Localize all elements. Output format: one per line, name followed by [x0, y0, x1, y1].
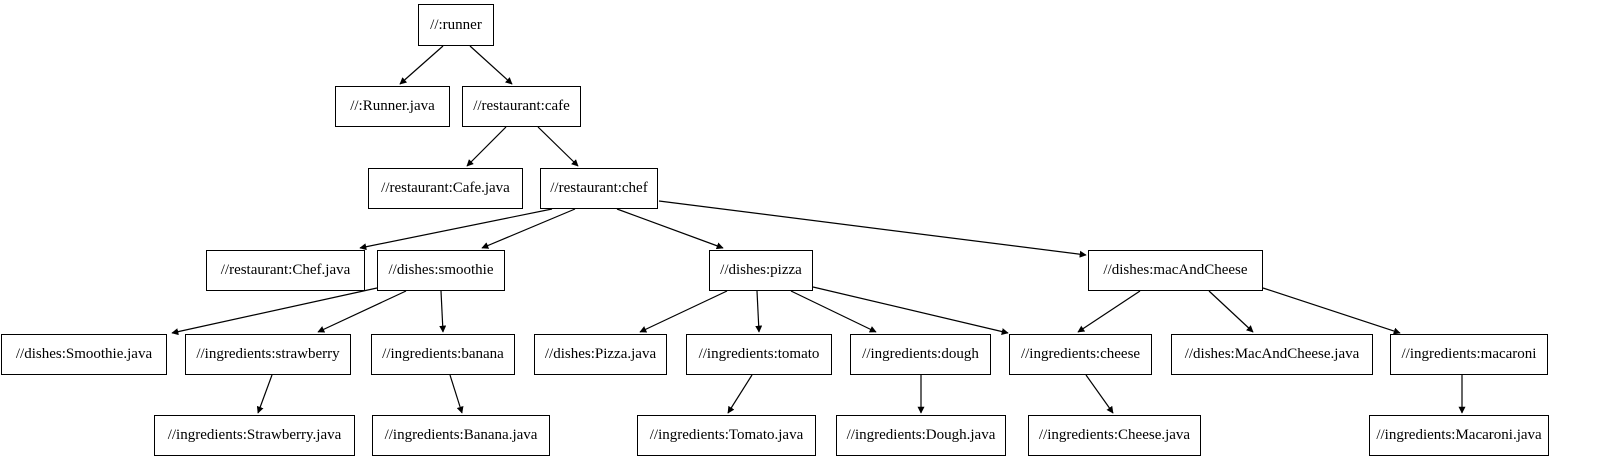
graph-node-label: //ingredients:macaroni — [1401, 346, 1537, 362]
graph-node-macAndCheese[interactable]: //dishes:macAndCheese — [1088, 250, 1263, 291]
graph-node-Banana_java[interactable]: //ingredients:Banana.java — [372, 415, 550, 456]
graph-node-Pizza_java[interactable]: //dishes:Pizza.java — [534, 334, 667, 375]
graph-node-Cafe_java[interactable]: //restaurant:Cafe.java — [368, 168, 523, 209]
graph-node-Dough_java[interactable]: //ingredients:Dough.java — [836, 415, 1006, 456]
graph-node-label: //dishes:smoothie — [388, 262, 494, 278]
graph-node-label: //dishes:MacAndCheese.java — [1184, 346, 1360, 362]
graph-node-MacAndCheese_java[interactable]: //dishes:MacAndCheese.java — [1171, 334, 1373, 375]
graph-node-dough[interactable]: //ingredients:dough — [850, 334, 991, 375]
graph-node-banana[interactable]: //ingredients:banana — [371, 334, 515, 375]
graph-node-Chef_java[interactable]: //restaurant:Chef.java — [206, 250, 365, 291]
graph-node-label: //dishes:Smoothie.java — [15, 346, 153, 362]
graph-node-tomato[interactable]: //ingredients:tomato — [686, 334, 832, 375]
graph-node-cheese[interactable]: //ingredients:cheese — [1009, 334, 1152, 375]
graph-node-label: //dishes:Pizza.java — [544, 346, 657, 362]
graph-node-label: //ingredients:Tomato.java — [649, 427, 804, 443]
graph-node-Tomato_java[interactable]: //ingredients:Tomato.java — [637, 415, 816, 456]
graph-node-runner[interactable]: //:runner — [418, 4, 494, 46]
graph-node-label: //ingredients:banana — [382, 346, 504, 362]
graph-node-label: //ingredients:tomato — [698, 346, 820, 362]
graph-node-label: //restaurant:chef — [550, 180, 648, 196]
graph-node-cafe[interactable]: //restaurant:cafe — [462, 86, 581, 127]
graph-node-Strawberry_java[interactable]: //ingredients:Strawberry.java — [154, 415, 355, 456]
graph-node-label: //ingredients:Banana.java — [384, 427, 538, 443]
graph-node-Runner_java[interactable]: //:Runner.java — [335, 86, 450, 127]
graph-node-label: //ingredients:Macaroni.java — [1376, 427, 1542, 443]
graph-node-label: //ingredients:strawberry — [196, 346, 340, 362]
graph-node-Smoothie_java[interactable]: //dishes:Smoothie.java — [1, 334, 167, 375]
graph-node-smoothie[interactable]: //dishes:smoothie — [377, 250, 505, 291]
graph-node-label: //restaurant:cafe — [473, 98, 570, 114]
graph-node-label: //dishes:pizza — [720, 262, 802, 278]
graph-node-label: //ingredients:Cheese.java — [1038, 427, 1191, 443]
graph-node-label: //dishes:macAndCheese — [1103, 262, 1248, 278]
graph-node-Macaroni_java[interactable]: //ingredients:Macaroni.java — [1369, 415, 1549, 456]
graph-node-Cheese_java[interactable]: //ingredients:Cheese.java — [1028, 415, 1201, 456]
graph-node-strawberry[interactable]: //ingredients:strawberry — [185, 334, 351, 375]
graph-node-label: //:runner — [430, 16, 482, 33]
graph-node-label: //restaurant:Chef.java — [220, 262, 351, 278]
graph-node-label: //ingredients:dough — [862, 346, 979, 362]
graph-node-label: //ingredients:cheese — [1020, 346, 1141, 362]
graph-node-label: //restaurant:Cafe.java — [381, 180, 510, 196]
graph-node-label: //:Runner.java — [350, 98, 435, 114]
graph-node-label: //ingredients:Strawberry.java — [167, 427, 342, 443]
graph-node-chef[interactable]: //restaurant:chef — [540, 168, 658, 209]
graph-node-pizza[interactable]: //dishes:pizza — [709, 250, 813, 291]
graph-node-label: //ingredients:Dough.java — [846, 427, 996, 443]
graph-node-macaroni[interactable]: //ingredients:macaroni — [1390, 334, 1548, 375]
